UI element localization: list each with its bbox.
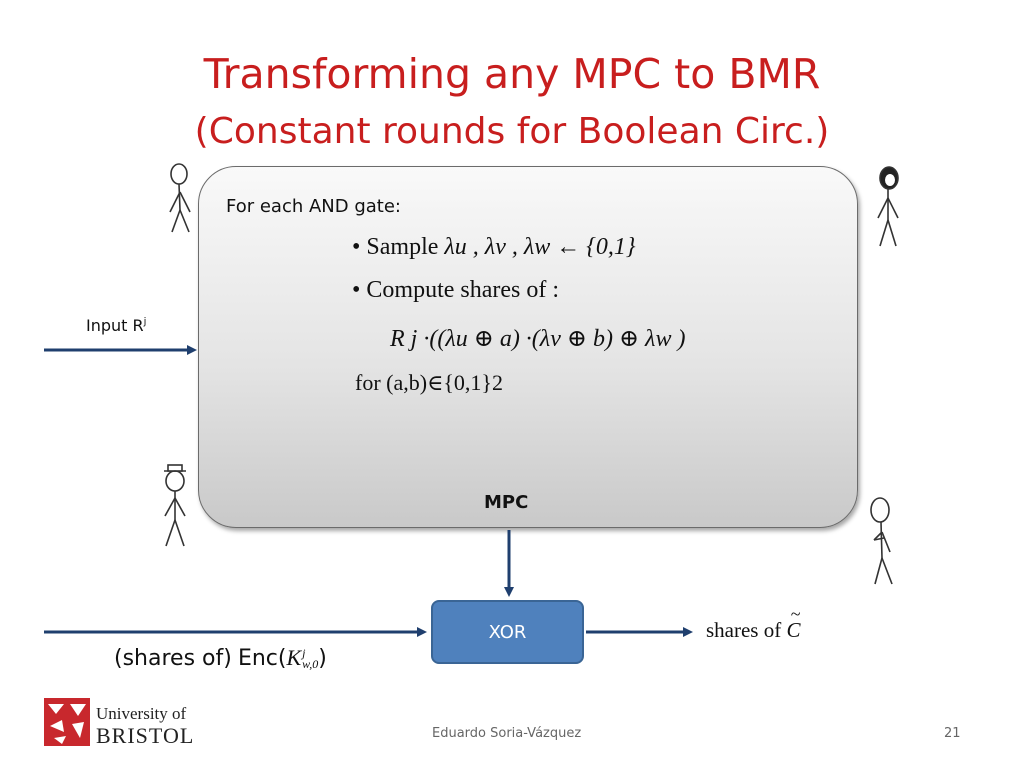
output-text: shares of (706, 618, 782, 642)
for-clause: for (a,b)∈{0,1}2 (355, 370, 503, 395)
bullet-compute: • Compute shares of : (352, 277, 559, 304)
footer-author: Eduardo Soria-Vázquez (432, 726, 582, 741)
mpc-label: MPC (484, 492, 529, 513)
and-gate-heading: For each AND gate: (226, 196, 401, 217)
stick-figure-icon (870, 497, 893, 585)
crest-glyph (48, 704, 86, 744)
input-label-text: Input R (86, 316, 144, 335)
key-var: K (286, 645, 302, 670)
logo-text-line1: University of (96, 704, 187, 723)
compute-formula: R j ·((λu ⊕ a) ·(λv ⊕ b) ⊕ λw ) (390, 326, 686, 352)
stick-figure-icon (169, 163, 191, 233)
output-label: shares of ~C (706, 604, 801, 643)
key-sub: w,0 (302, 657, 319, 672)
bullet-sample-formula: λu , λv , λw ← {0,1} (444, 234, 636, 260)
input-label: Input Rj (86, 316, 146, 335)
stick-figure-icon (164, 464, 186, 547)
bullet-compute-label: Compute shares of : (366, 277, 560, 303)
enc-function: Enc( (237, 646, 287, 671)
university-crest-icon (44, 698, 90, 746)
slide-title: Transforming any MPC to BMR (203, 50, 821, 98)
logo-text-line2: BRISTOL (96, 723, 195, 748)
input-label-sup: j (143, 316, 147, 328)
output-var-letter: C (786, 618, 801, 642)
footer-page-number: 21 (944, 726, 961, 741)
bullet-dot: • (352, 234, 361, 260)
output-var: ~C (786, 604, 801, 642)
key-sup: j (302, 646, 306, 661)
slide-subtitle: (Constant rounds for Boolean Circ.) (194, 111, 830, 152)
shares-of-prefix: (shares of) (114, 646, 232, 671)
bullet-sample: • Sample λu , λv , λw ← {0,1} (352, 234, 635, 261)
bullet-sample-label: Sample (366, 234, 439, 260)
bullet-dot: • (352, 277, 361, 303)
xor-label: XOR (488, 621, 527, 643)
xor-box: XOR (431, 600, 584, 664)
mpc-box (198, 166, 858, 528)
enc-close: ) (318, 646, 327, 671)
stick-figure-icon (877, 166, 899, 247)
tilde: ~ (790, 604, 801, 624)
